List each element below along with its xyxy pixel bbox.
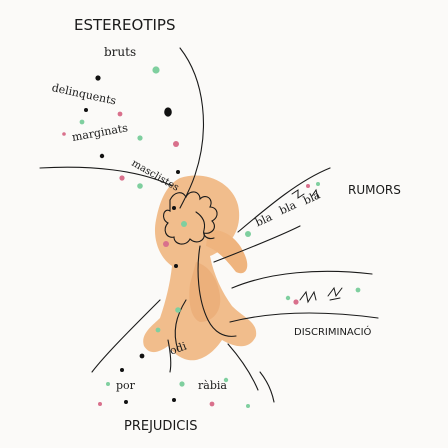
dot-pink: [173, 141, 179, 147]
label-rumors: RUMORS: [348, 183, 401, 197]
line-rumors-lower: [213, 225, 301, 263]
label-por: por: [116, 379, 135, 392]
dot-green: [245, 231, 251, 237]
line-rumors: [237, 167, 331, 233]
scribble-rumors-2: [311, 188, 319, 199]
face-line: [195, 211, 215, 240]
title-estereotips: ESTEREOTIPS: [74, 16, 176, 34]
scribble-2: [327, 286, 343, 298]
dot-black: [124, 400, 128, 404]
dot-black: [174, 264, 178, 268]
line-discriminacio-upper: [231, 270, 373, 289]
dot-green: [175, 307, 181, 313]
dot-pink: [62, 132, 66, 136]
line-top-right: [179, 47, 204, 209]
line-discriminacio-lower: [229, 312, 379, 323]
dot-black: [84, 108, 88, 112]
dot-green: [181, 221, 187, 227]
dot-black: [120, 368, 124, 372]
line-bottom-right: [227, 343, 259, 391]
dot-green: [316, 182, 320, 186]
dot-green: [179, 381, 185, 387]
line-bottom-far-right: [259, 371, 275, 403]
dot-black: [164, 107, 172, 117]
dot-green: [355, 287, 361, 293]
dot-green: [137, 183, 143, 189]
label-bruts: bruts: [104, 45, 137, 59]
dot-green: [285, 295, 291, 301]
dot-black: [176, 170, 180, 174]
label-rabia: ràbia: [198, 379, 227, 392]
scribble-3: [329, 297, 341, 301]
dot-pink: [117, 111, 123, 117]
watercolor-figure: [143, 175, 257, 361]
scribbles: [291, 188, 343, 304]
scribble-rumors-1: [291, 189, 305, 199]
divider-lines: [39, 47, 379, 403]
hair-curls: [162, 191, 218, 245]
dot-black: [139, 353, 145, 359]
figure-outline: [162, 191, 237, 351]
figure-shade: [189, 262, 221, 322]
dot-green: [155, 327, 161, 333]
scribble-1: [299, 290, 317, 304]
line-bottom-left: [91, 299, 161, 373]
line-left-arc: [39, 166, 173, 187]
dot-pink: [306, 184, 310, 188]
figure-arm: [206, 229, 248, 274]
dot-pink: [209, 401, 215, 407]
dot-pink: [119, 175, 125, 181]
dot-pink: [163, 241, 169, 247]
dot-black: [172, 206, 176, 210]
dots: [62, 66, 361, 408]
line-bottom-mid: [167, 339, 172, 373]
dot-black: [99, 153, 105, 159]
dot-black: [95, 75, 101, 81]
leg-line: [174, 299, 187, 351]
dot-green: [137, 135, 143, 141]
dot-green: [246, 404, 250, 408]
label-discriminacio: DISCRIMINACIÓ: [294, 327, 372, 338]
dot-pink: [293, 299, 299, 305]
dot-green: [106, 382, 110, 386]
dot-green: [152, 66, 160, 74]
dot-pink: [98, 402, 102, 406]
body-line: [197, 245, 237, 337]
dot-green: [223, 377, 229, 383]
title-prejudicis: PREJUDICIS: [124, 419, 198, 434]
dot-black: [172, 398, 176, 402]
dot-green: [79, 119, 85, 125]
